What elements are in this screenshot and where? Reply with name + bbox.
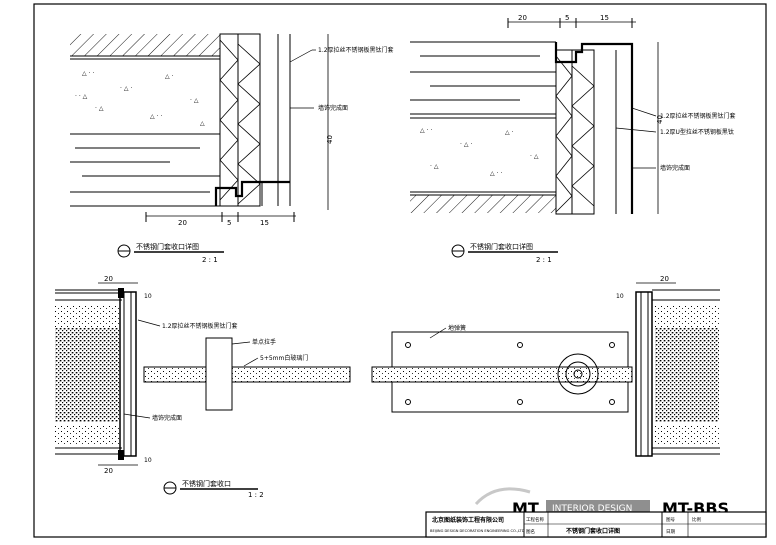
title-block: 北京图纸装饰工程有限公司 BEIJING DESIGN DECORATION E… [425,511,767,538]
label-finish: 墙饰完成面 [152,414,182,422]
label-handle: 单点拉手 [252,338,276,346]
svg-text:· △: · △ [430,163,439,170]
sheet-border [33,3,767,538]
dim-20-top: 20 [104,275,113,283]
detail-bottom: 20 10 20 10 1.2厚拉丝不锈钢板黑钛门套 墙饰完成面 单点拉手 5+… [55,275,720,499]
label-cover: 1.2厚拉丝不锈钢板黑钛门套 [162,322,238,330]
hatch-wall [70,34,220,56]
svg-text:△ · ·: △ · · [420,127,432,134]
watermark-text: INTERIOR DESIGN [552,504,632,514]
label-channel: 1.2厚U型拉丝不锈钢板黑钛 [660,128,734,136]
wall-dense-fill [55,328,119,422]
svg-text:△ · ·: △ · · [82,70,94,77]
spring-pivot [557,353,599,395]
svg-text:· △: · △ [190,97,199,104]
field-date: 日期 [666,529,675,535]
row-label-title: 图名 [526,528,535,535]
label-glass: 5+5mm白玻璃门 [260,354,308,362]
dim-10-right: 10 [616,293,624,300]
dim-20-right: 20 [660,275,669,283]
dim-5: 5 [565,14,569,22]
caption: 不锈钢门套收口 [182,479,231,488]
dim-10-bottom: 10 [144,457,152,464]
dim-20: 20 [518,14,527,22]
wall-light-fill [55,305,119,327]
dim-15: 15 [600,14,609,22]
drawing-name: 不锈钢门套收口详图 [566,527,620,535]
concrete-fill [70,62,220,132]
door-handle [205,337,233,411]
hatch-wall [410,195,556,213]
row-label-project: 工程名称 [526,516,544,523]
scale: 1 : 2 [248,491,264,499]
label-finish: 墙饰完成面 [318,104,348,112]
dim-5: 5 [227,219,231,227]
label-cover: 1.2厚拉丝不锈钢板黑钛门套 [318,46,394,54]
vertical-dim: 40 [326,135,334,144]
svg-text:△ ·: △ · [505,129,514,136]
scale: 2 : 1 [202,256,218,264]
svg-text:△ ·: △ · [165,73,174,80]
svg-text:· △ ·: · △ · [120,85,132,92]
label-cover: 1.2厚拉丝不锈钢板黑钛门套 [660,112,736,120]
dim-15: 15 [260,219,269,227]
dim-20-bottom: 20 [104,467,113,475]
svg-text:· △: · △ [95,105,104,112]
vertical-dim: 40 [656,115,664,124]
company-name: 北京图纸装饰工程有限公司 [432,516,504,524]
field-scale: 比例 [692,516,701,523]
label-spring: 地弹簧 [448,324,466,332]
svg-text:· △: · △ [530,153,539,160]
detail-top-left: △ · · · △ · △ · · △ △ · · · △ · · △ △ 20 5 1… [70,33,394,264]
svg-text:· · △: · · △ [75,93,88,100]
label-finish: 墙饰完成面 [660,164,690,172]
caption: 不锈钢门套收口详图 [136,242,199,251]
svg-text:△ · ·: △ · · [490,170,502,177]
caption: 不锈钢门套收口详图 [470,242,533,251]
company-name-en: BEIJING DESIGN DECORATION ENGINEERING CO… [430,529,525,533]
detail-top-right: 20 5 15 △ · · · △ · △ · · △ △ · · · △ 40 1.… [410,14,736,264]
svg-text:· △ ·: · △ · [460,141,472,148]
dim-20: 20 [178,219,187,227]
svg-text:△: △ [200,120,205,127]
field-number: 图号 [666,517,675,523]
scale: 2 : 1 [536,256,552,264]
u-channel [554,42,634,214]
dim-10-top: 10 [144,293,152,300]
door-jamb [119,291,137,457]
u-channel [214,180,290,206]
svg-text:△ · ·: △ · · [150,113,162,120]
